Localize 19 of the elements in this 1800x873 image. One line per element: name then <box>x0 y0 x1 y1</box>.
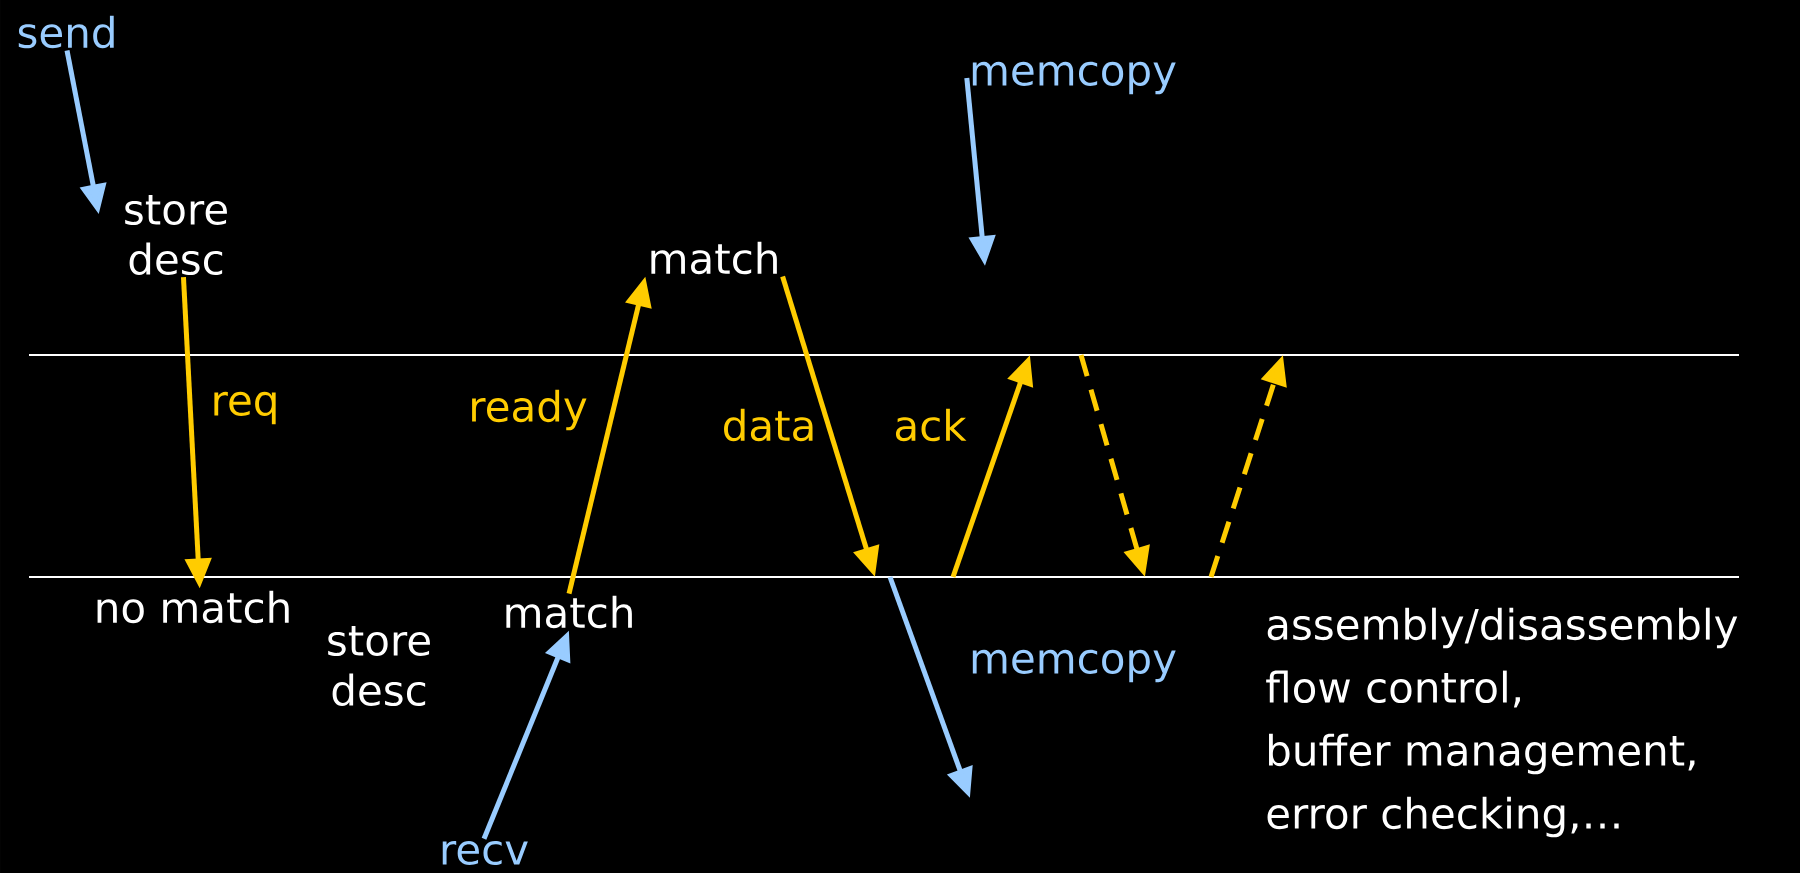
edge-label: req <box>208 389 282 427</box>
edge-label: ack <box>891 406 969 444</box>
event-label: match <box>651 241 777 275</box>
timeline <box>29 354 1739 356</box>
event-label: send <box>18 15 114 49</box>
timeline <box>29 576 1739 578</box>
event-label: no match <box>97 590 289 624</box>
event-label: store desc <box>328 625 430 707</box>
note-text: flow control, <box>1266 670 1520 708</box>
note-text: buffer management, <box>1269 733 1695 775</box>
note-text: error checking,… <box>1267 796 1619 838</box>
note-text: assembly/disassembly <box>1267 607 1738 649</box>
edge-label: ready <box>466 387 590 433</box>
event-label: recv <box>442 840 528 866</box>
edge-label: memcopy <box>967 647 1179 685</box>
event-label: memcopy <box>972 61 1176 95</box>
edge-label: data <box>719 406 819 444</box>
event-label: match <box>506 595 632 629</box>
event-label: store desc <box>125 194 227 276</box>
